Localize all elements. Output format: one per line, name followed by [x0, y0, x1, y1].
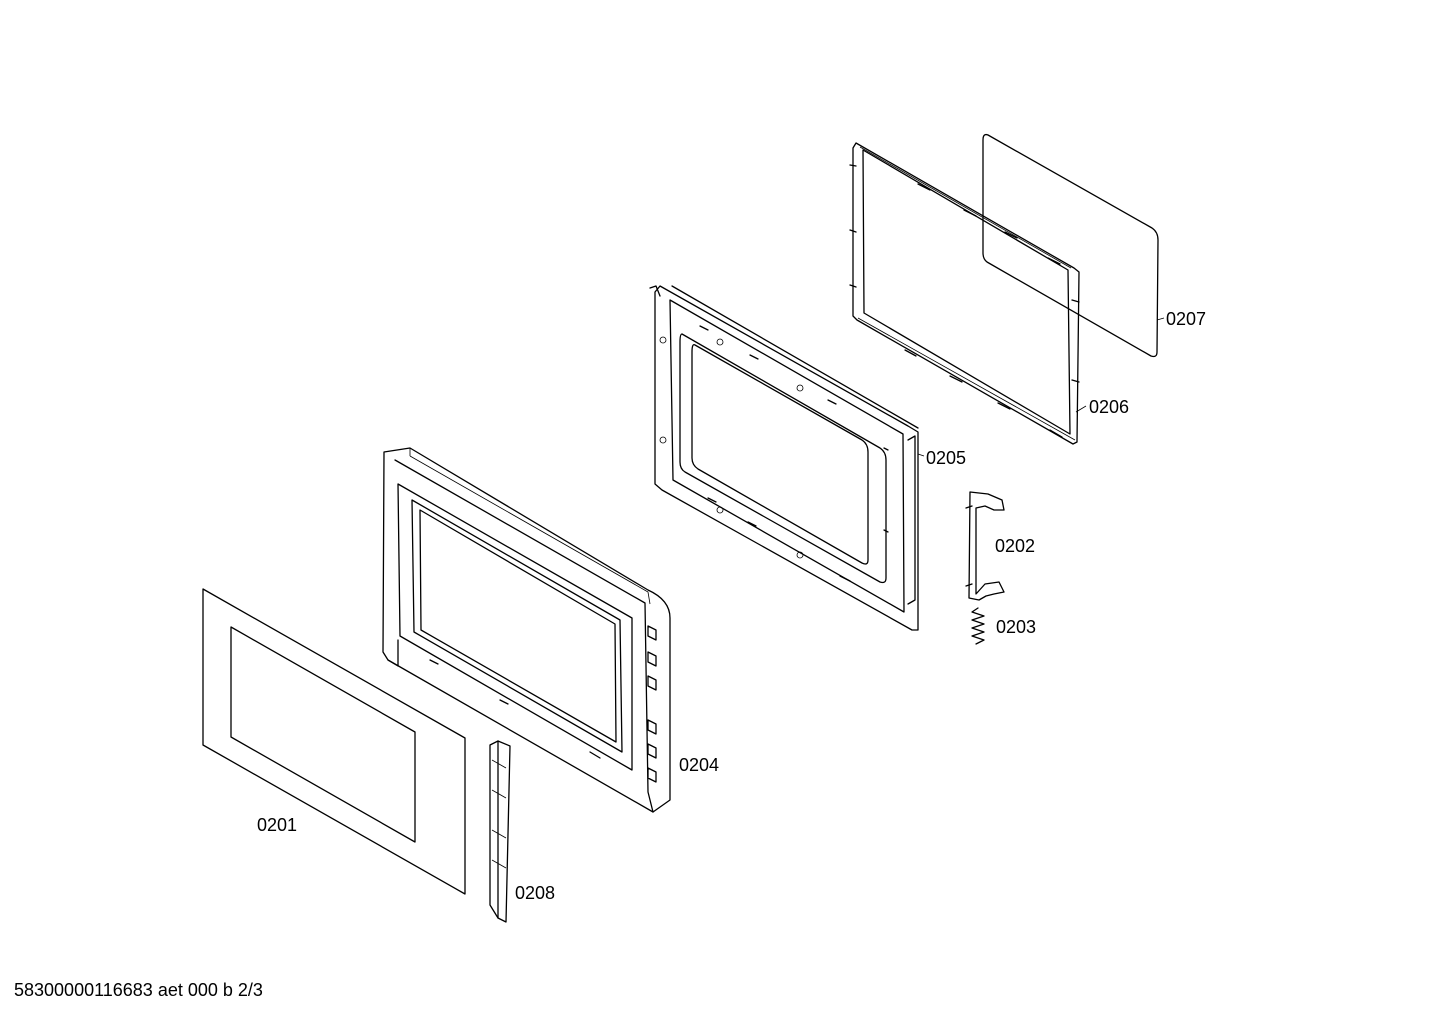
- part-0201-outer-panel: [202, 588, 466, 895]
- label-0204: 0204: [679, 755, 720, 775]
- part-0204-inner-panel: [382, 447, 671, 813]
- leader-lines: [917, 317, 1165, 457]
- part-0208-trim-strip: [489, 740, 511, 923]
- part-0202-door-hook: [965, 491, 1005, 601]
- part-0207-glass-panel: [982, 133, 1159, 358]
- part-0203-spring: [971, 607, 985, 645]
- label-0203: 0203: [996, 617, 1037, 637]
- label-0201: 0201: [257, 815, 298, 835]
- label-0207: 0207: [1166, 309, 1207, 329]
- label-0208: 0208: [515, 883, 556, 903]
- label-0202: 0202: [995, 536, 1036, 556]
- part-0206-inner-frame: [849, 142, 1080, 445]
- drawing-reference-footer: 58300000116683 aet 000 b 2/3: [14, 980, 263, 1000]
- part-0205-door-frame: [649, 285, 919, 631]
- label-0206: 0206: [1089, 397, 1130, 417]
- label-0205: 0205: [926, 448, 967, 468]
